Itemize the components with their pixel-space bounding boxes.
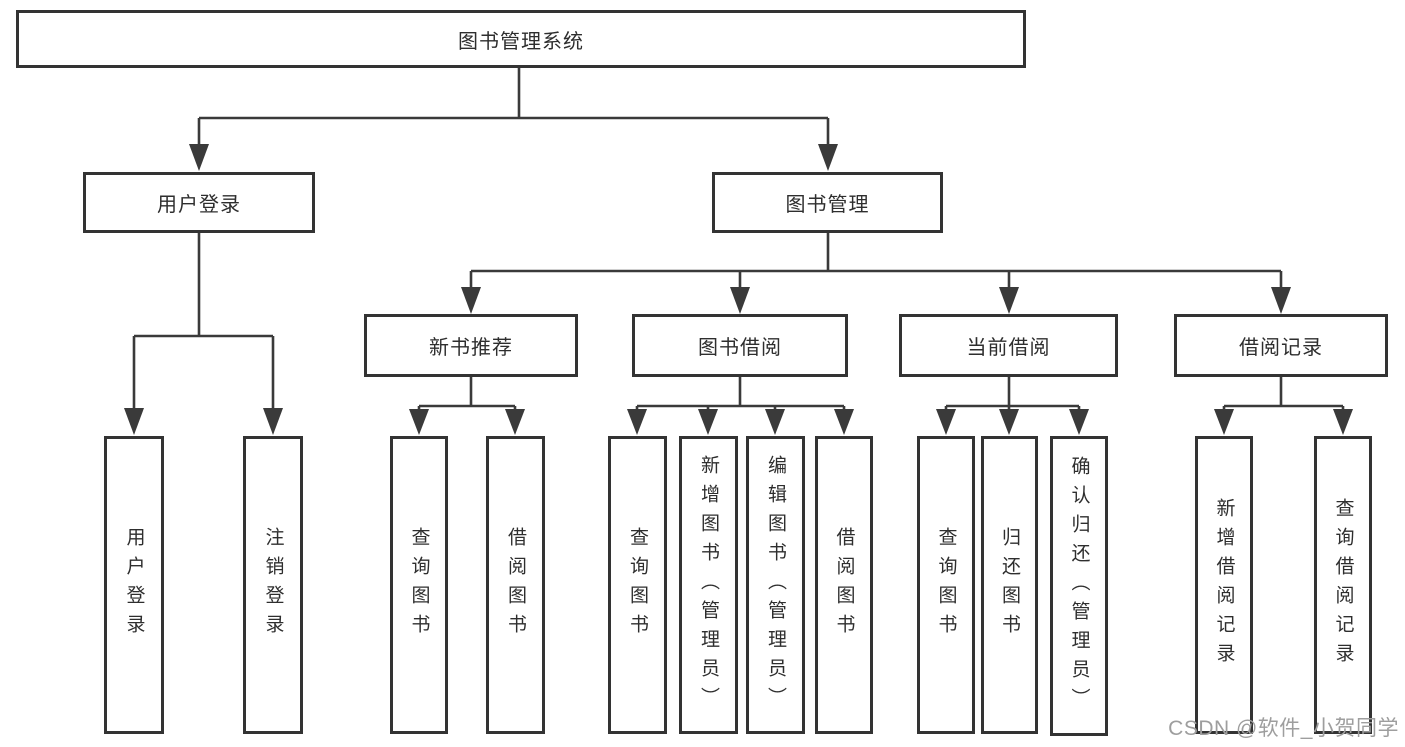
connector-root-to-level2 [189,67,838,171]
node-leaf-add-books-admin: 新增图书（管理员） [679,436,738,734]
node-leaf-query-books-current: 查询图书 [917,436,975,734]
node-leaf-borrow-books-recommend: 借阅图书 [486,436,545,734]
node-leaf-add-borrow-record: 新增借阅记录 [1195,436,1253,734]
node-leaf-edit-books-admin: 编辑图书（管理员） [746,436,805,734]
node-new-book-recommend: 新书推荐 [364,314,578,377]
node-book-management: 图书管理 [712,172,943,233]
connector-borrowing-records-to-leaves [1214,377,1353,435]
node-borrowing-records: 借阅记录 [1174,314,1388,377]
node-leaf-confirm-return-admin: 确认归还（管理员） [1050,436,1108,736]
node-leaf-borrow-books-borrowing: 借阅图书 [815,436,873,734]
csdn-watermark: CSDN @软件_小贺同学 [1168,717,1399,740]
node-leaf-return-books: 归还图书 [981,436,1038,734]
connector-user-login-to-leaves [124,233,283,435]
connector-book-mgmt-to-level3 [461,233,1291,314]
node-book-borrowing: 图书借阅 [632,314,848,377]
node-user-login-branch: 用户登录 [83,172,315,233]
node-leaf-query-books-borrowing: 查询图书 [608,436,667,734]
node-leaf-query-books-recommend: 查询图书 [390,436,448,734]
connector-book-borrowing-to-leaves [627,377,854,435]
node-leaf-logout: 注销登录 [243,436,303,734]
node-leaf-query-borrow-record: 查询借阅记录 [1314,436,1372,734]
node-library-management-system: 图书管理系统 [16,10,1026,68]
connector-new-book-recommend-to-leaves [409,377,525,435]
node-current-borrowing: 当前借阅 [899,314,1118,377]
node-leaf-user-login: 用户登录 [104,436,164,734]
connector-current-borrowing-to-leaves [936,377,1089,435]
